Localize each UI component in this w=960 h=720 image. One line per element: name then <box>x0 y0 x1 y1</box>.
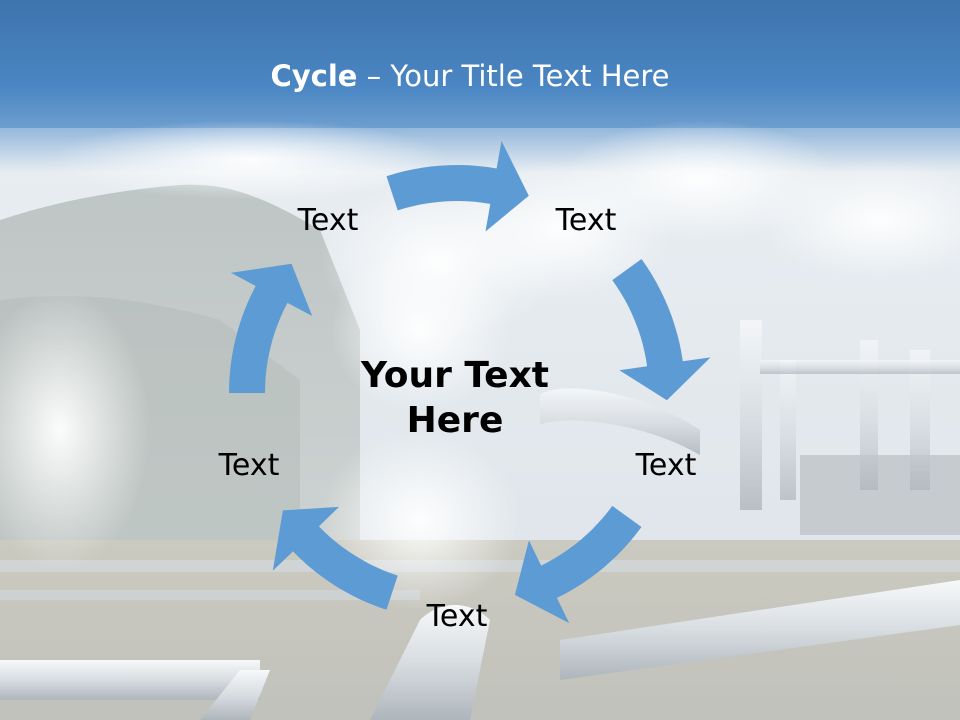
cycle-arrow-icon <box>612 259 711 401</box>
cycle-arrow-icon <box>229 263 313 393</box>
cycle-arrow-icon <box>514 505 642 624</box>
cycle-label-1: Text <box>297 203 359 238</box>
title-bold: Cycle <box>270 59 358 93</box>
title-rest: – Your Title Text Here <box>357 59 670 93</box>
center-text: Your Text Here <box>325 353 585 443</box>
slide-title: Cycle – Your Title Text Here <box>0 56 940 96</box>
cycle-arrow-icon <box>386 140 529 232</box>
cycle-arrow-icon <box>272 506 398 610</box>
cycle-label-3: Text <box>635 448 697 483</box>
center-text-line-2: Here <box>406 400 504 441</box>
center-text-line-1: Your Text <box>360 355 550 396</box>
cycle-label-2: Text <box>555 203 617 238</box>
cycle-label-5: Text <box>218 448 280 483</box>
cycle-label-4: Text <box>426 599 488 634</box>
